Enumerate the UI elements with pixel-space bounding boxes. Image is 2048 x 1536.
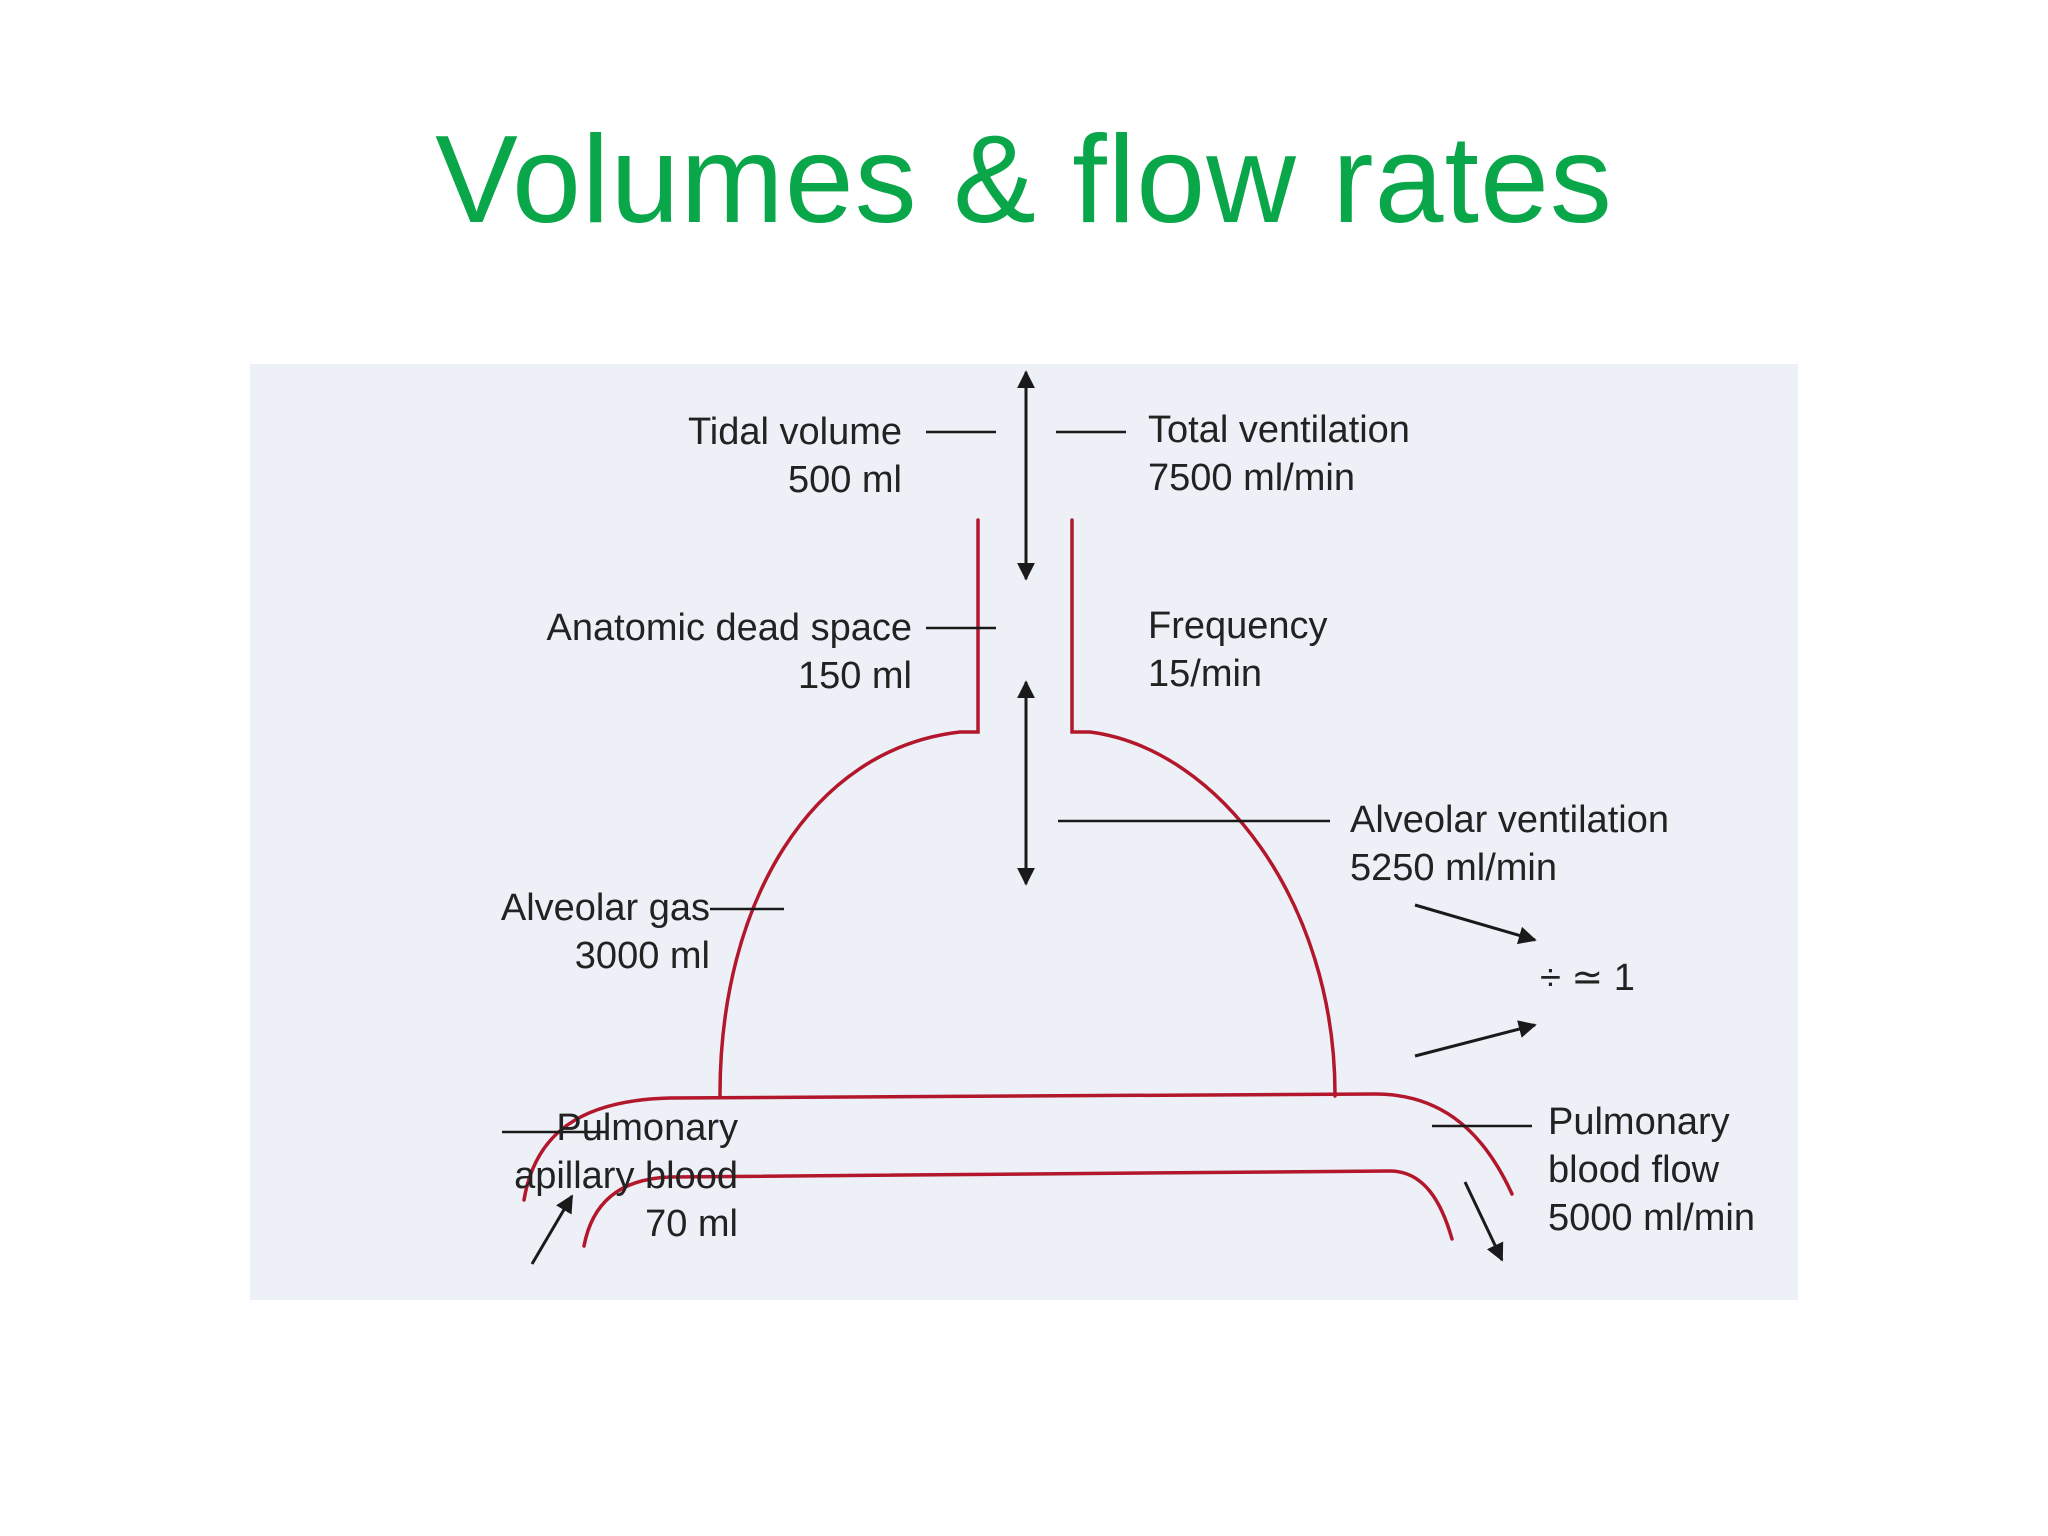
slide-title: Volumes & flow rates bbox=[435, 111, 1613, 249]
alveolar-ventilation-name: Alveolar ventilation bbox=[1350, 799, 1669, 841]
pulmonary-capillary-blood-label: Pulmonary apillary blood 70 ml bbox=[514, 1104, 738, 1248]
bloodflow-ratio-arrow bbox=[1414, 1020, 1537, 1058]
leader-lines bbox=[502, 430, 1532, 1134]
alveolar-ventilation-label: Alveolar ventilation 5250 ml/min bbox=[1350, 796, 1669, 892]
pulmonary-blood-flow-line2: blood flow bbox=[1548, 1149, 1720, 1191]
anatomic-dead-space-label: Anatomic dead space 150 ml bbox=[547, 604, 912, 700]
airway-outline bbox=[718, 518, 1337, 1098]
frequency-name: Frequency bbox=[1148, 605, 1328, 647]
capillary-upper-wall bbox=[522, 1092, 1514, 1202]
alveolar-ventilation-value: 5250 ml/min bbox=[1350, 847, 1557, 889]
total-ventilation-label: Total ventilation 7500 ml/min bbox=[1148, 406, 1410, 502]
anatomic-dead-space-name: Anatomic dead space bbox=[546, 607, 912, 649]
capillary-outline bbox=[522, 1092, 1514, 1248]
tidal-volume-name: Tidal volume bbox=[687, 411, 902, 453]
pulmonary-capillary-line1: Pulmonary bbox=[556, 1107, 738, 1149]
anatomic-dead-space-value: 150 ml bbox=[797, 655, 912, 697]
frequency-value: 15/min bbox=[1148, 653, 1263, 695]
pulmonary-blood-flow-value: 5000 ml/min bbox=[1548, 1197, 1755, 1239]
frequency-label: Frequency 15/min bbox=[1148, 602, 1328, 698]
capillary-lower-wall bbox=[582, 1169, 1454, 1248]
pulmonary-blood-flow-label: Pulmonary blood flow 5000 ml/min bbox=[1548, 1098, 1755, 1242]
ventilation-diagram: Tidal volume 500 ml Total ventilation 75… bbox=[250, 364, 1798, 1300]
pulmonary-capillary-line2: apillary blood bbox=[514, 1155, 738, 1197]
ventilation-ratio-arrow bbox=[1414, 903, 1537, 945]
total-ventilation-value: 7500 ml/min bbox=[1148, 457, 1355, 499]
alveolar-gas-label: Alveolar gas 3000 ml bbox=[501, 884, 710, 980]
flow-arrows bbox=[530, 370, 1537, 1265]
tidal-volume-label: Tidal volume 500 ml bbox=[688, 408, 902, 504]
total-ventilation-name: Total ventilation bbox=[1148, 409, 1410, 451]
diagram-graphic bbox=[502, 370, 1537, 1265]
trachea-left-wall bbox=[718, 518, 980, 1098]
tidal-volume-value: 500 ml bbox=[787, 459, 902, 501]
ratio-label: ÷ ≃ 1 bbox=[1540, 957, 1635, 999]
pulmonary-blood-flow-line1: Pulmonary bbox=[1548, 1101, 1730, 1143]
pulmonary-capillary-value: 70 ml bbox=[645, 1203, 738, 1245]
trachea-right-wall bbox=[1070, 518, 1337, 1098]
alveolar-gas-value: 3000 ml bbox=[574, 935, 710, 977]
alveolar-gas-name: Alveolar gas bbox=[500, 887, 710, 929]
blood-in-arrow bbox=[530, 1194, 574, 1265]
blood-out-arrow bbox=[1463, 1181, 1504, 1262]
